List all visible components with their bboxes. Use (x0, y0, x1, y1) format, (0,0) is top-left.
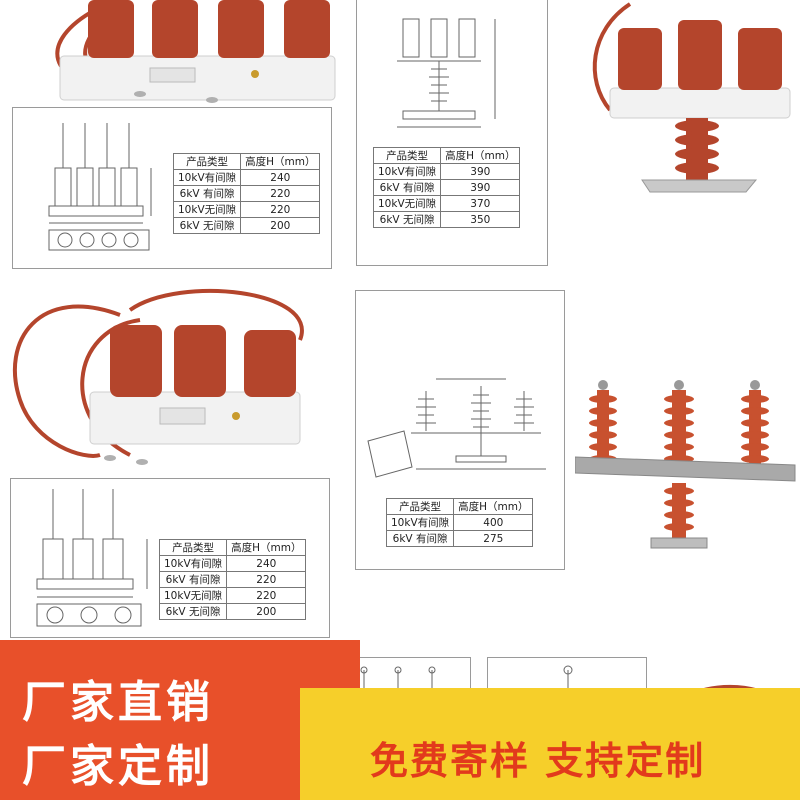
cell-type: 10kV有间隙 (158, 555, 228, 572)
cell-type: 6kV 无间隙 (158, 603, 228, 620)
banner-line-custom: 厂家定制 (22, 741, 214, 792)
cell-height: 275 (453, 530, 534, 547)
technical-drawing-1 (48, 123, 152, 251)
header-product-type: 产品类型 (372, 147, 442, 164)
arrester-photo-three-pole (13, 288, 304, 465)
technical-drawing-4 (367, 378, 546, 478)
cell-type: 6kV 有间隙 (172, 185, 242, 202)
cell-height: 370 (440, 195, 521, 212)
cell-height: 220 (226, 571, 307, 588)
table-header-row: 产品类型 高度H（mm） (158, 539, 307, 556)
header-height: 高度H（mm） (440, 147, 521, 164)
header-product-type: 产品类型 (158, 539, 228, 556)
banner-slogan: 免费寄样 支持定制 (370, 739, 706, 783)
table-header-row: 产品类型 高度H（mm） (372, 147, 521, 164)
cell-height: 240 (240, 169, 321, 186)
header-height: 高度H（mm） (453, 498, 534, 515)
header-product-type: 产品类型 (385, 498, 455, 515)
arrester-photo-four-pole (55, 0, 336, 103)
cell-type: 6kV 无间隙 (172, 217, 242, 234)
cell-type: 10kV无间隙 (158, 587, 228, 604)
banner-line-direct-sale: 厂家直销 (22, 677, 214, 728)
table-header-row: 产品类型 高度H（mm） (385, 498, 534, 515)
cell-type: 6kV 有间隙 (158, 571, 228, 588)
cell-height: 400 (453, 514, 534, 531)
cell-height: 220 (240, 185, 321, 202)
cell-type: 10kV无间隙 (172, 201, 242, 218)
arrester-photo-on-bar (575, 380, 796, 549)
cell-type: 10kV有间隙 (172, 169, 242, 186)
cell-height: 390 (440, 179, 521, 196)
cell-type: 10kV有间隙 (372, 163, 442, 180)
table-header-row: 产品类型 高度H（mm） (172, 153, 321, 170)
cell-height: 220 (240, 201, 321, 218)
technical-drawing-3 (36, 489, 148, 627)
header-height: 高度H（mm） (226, 539, 307, 556)
cell-height: 240 (226, 555, 307, 572)
header-product-type: 产品类型 (172, 153, 242, 170)
cell-height: 350 (440, 211, 521, 228)
cell-height: 220 (226, 587, 307, 604)
cell-height: 200 (226, 603, 307, 620)
cell-type: 6kV 有间隙 (385, 530, 455, 547)
technical-drawing-2 (397, 18, 496, 128)
banner-yellow-block (300, 688, 800, 800)
cell-type: 6kV 有间隙 (372, 179, 442, 196)
cell-height: 390 (440, 163, 521, 180)
cell-type: 10kV无间隙 (372, 195, 442, 212)
header-height: 高度H（mm） (240, 153, 321, 170)
cell-type: 6kV 无间隙 (372, 211, 442, 228)
arrester-photo-on-stand (592, 2, 791, 193)
cell-height: 200 (240, 217, 321, 234)
cell-type: 10kV有间隙 (385, 514, 455, 531)
